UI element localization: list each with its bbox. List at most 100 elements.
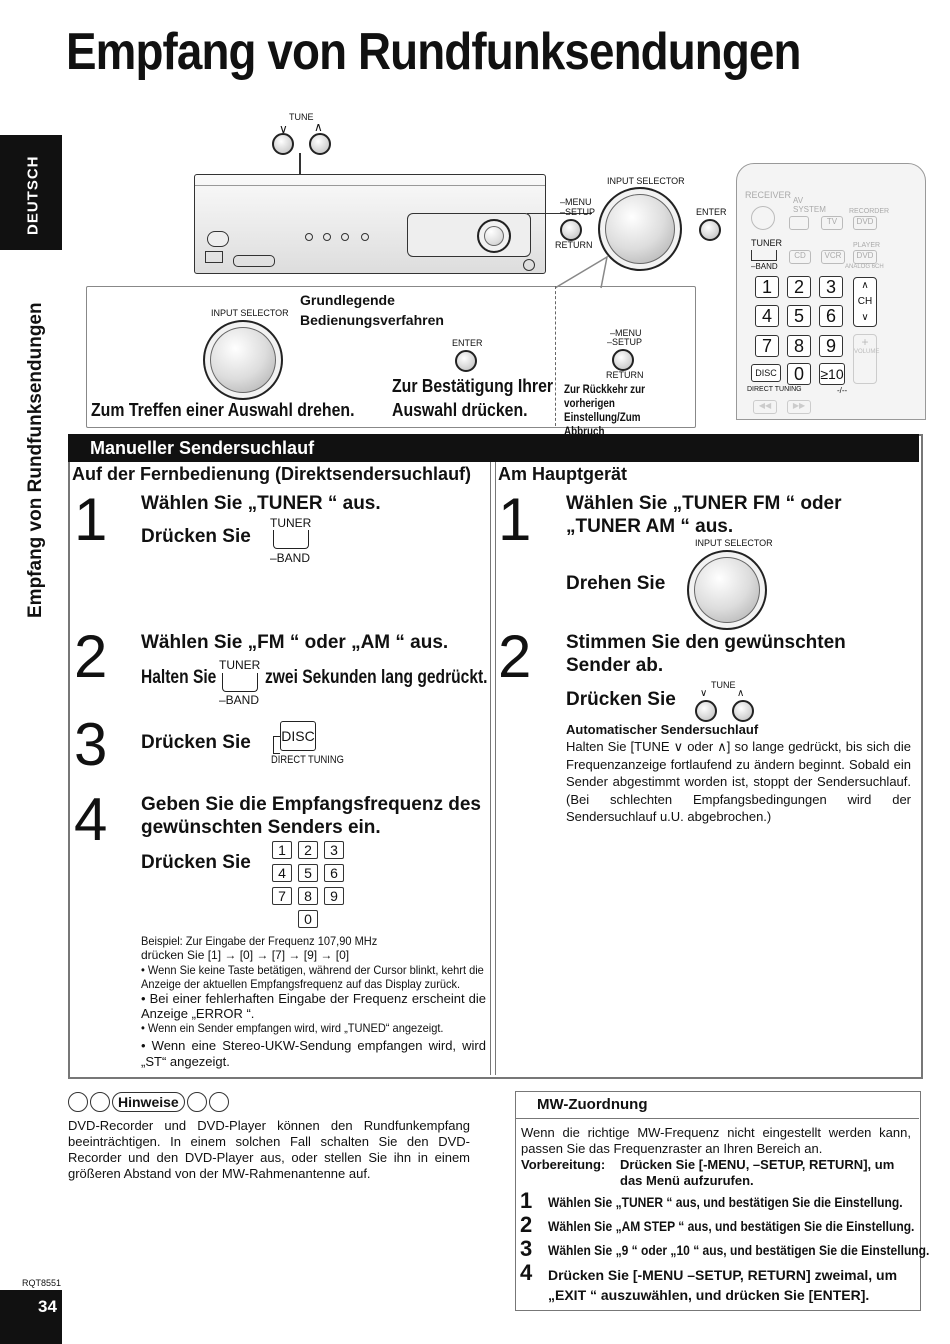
callout-menu-button[interactable] [612,349,634,371]
note-bullet-3: • Wenn ein Sender empfangen wird, wird „… [141,1021,444,1035]
remote-key-8[interactable]: 8 [787,335,811,357]
left-step-3-number: 3 [74,711,108,778]
left-step-3-press: Drücken Sie [141,732,251,753]
callout-enter-button[interactable] [455,350,477,372]
remote-disc-button[interactable]: DISC [751,364,781,382]
num-key-5[interactable]: 5 [298,864,318,882]
mw-step-1-number: 1 [520,1188,533,1213]
remote-tv-button[interactable]: TV [821,216,843,230]
remote-key-4[interactable]: 4 [755,305,779,327]
num-key-8[interactable]: 8 [298,887,318,905]
remote-volume-rocker[interactable]: +VOLUME [853,334,880,384]
remote-vcr-button[interactable]: VCR [821,250,845,264]
remote-analog-label: ANALOG 6CH [845,264,884,270]
note-bullet-2: • Bei einer fehlerhaften Eingabe der Fre… [141,991,486,1021]
num-key-6[interactable]: 6 [324,864,344,882]
hints-text: DVD-Recorder und DVD-Player können den R… [68,1118,470,1181]
enter-label: ENTER [696,207,727,217]
mw-prep-text: Drücken Sie [-MENU, –SETUP, RETURN], um … [620,1157,895,1188]
rewind-icon[interactable]: ◀◀ [753,400,777,414]
remote-recorder-label: RECORDER [849,208,890,215]
tune-down-button[interactable] [272,133,294,155]
num-key-0[interactable]: 0 [298,910,318,928]
left-column-heading: Auf der Fernbedienung (Direktsendersuchl… [72,464,472,484]
hints-label: Hinweise [112,1092,185,1112]
language-tab [0,135,62,250]
example-line-1: Beispiel: Zur Eingabe der Frequenz 107,9… [141,934,378,948]
callout-input-selector-label: INPUT SELECTOR [211,308,289,318]
remote-key-2[interactable]: 2 [787,276,811,298]
callout-divider [555,286,556,426]
left-step-1-number: 1 [74,486,108,553]
remote-dvd-player-button[interactable]: DVD [853,250,877,264]
tune-up-button[interactable] [309,133,331,155]
remote-key-6[interactable]: 6 [819,305,843,327]
remote-key-0[interactable]: 0 [787,363,811,385]
left-step-1-band-label: –BAND [270,551,311,565]
tuner-band-button[interactable] [273,530,309,549]
remote-volume-label: VOLUME [854,349,880,355]
num-key-2[interactable]: 2 [298,841,318,859]
left-step-4-press: Drücken Sie [141,852,251,873]
input-selector-label: INPUT SELECTOR [607,176,685,186]
remote-dash-label: -/-- [837,386,848,395]
right-tune-down-icon: ∨ [700,688,708,699]
remote-control: RECEIVER AV SYSTEM RECORDER TV DVD TUNER… [736,163,926,420]
enter-button[interactable] [699,219,721,241]
remote-key-5[interactable]: 5 [787,305,811,327]
right-step-1-title: Wählen Sie „TUNER FM “ oder „TUNER AM “ … [566,493,842,537]
hints-label-group: Hinweise [68,1091,229,1113]
remote-cd-button[interactable]: CD [789,250,811,264]
menu-setup-return-button[interactable] [560,219,582,241]
remote-power-button[interactable] [751,206,775,230]
remote-direct-tuning-label: DIRECT TUNING [747,386,802,393]
remote-key-9[interactable]: 9 [819,335,843,357]
right-tune-down-button[interactable] [695,700,717,722]
callout-setup-label: –SETUP [607,337,643,347]
num-key-1[interactable]: 1 [272,841,292,859]
manual-tuning-heading: Manueller Sendersuchlauf [68,434,919,462]
mw-box [515,1091,921,1311]
callout-heading: Grundlegende Bedienungsverfahren [300,292,444,328]
disc-button[interactable]: DISC [280,721,316,751]
left-step-2-title: Wählen Sie „FM “ oder „AM “ aus. [141,632,449,653]
page-number-box [0,1290,62,1344]
ch-down-icon: ∨ [861,312,869,323]
fast-forward-icon[interactable]: ▶▶ [787,400,811,414]
tuner-band-button-2[interactable] [222,673,258,692]
remote-key-1[interactable]: 1 [755,276,779,298]
callout-enter-label: ENTER [452,338,483,348]
remote-ch-rocker[interactable]: ∧ CH ∨ [853,277,877,327]
right-input-selector-knob[interactable] [687,550,767,630]
menu-label: –MENU [560,197,592,207]
num-key-3[interactable]: 3 [324,841,344,859]
input-selector-knob[interactable] [598,187,682,271]
callout-input-selector-knob[interactable] [203,320,283,400]
right-step-2-number: 2 [498,623,532,690]
callout-return-label: RETURN [606,370,644,380]
basic-operation-callout [86,286,696,428]
remote-key-7[interactable]: 7 [755,335,779,357]
num-key-7[interactable]: 7 [272,887,292,905]
right-column-heading: Am Hauptgerät [498,464,628,484]
num-key-4[interactable]: 4 [272,864,292,882]
num-key-9[interactable]: 9 [324,887,344,905]
pointer-line-right [527,213,592,214]
callout-turn-text: Zum Treffen einer Auswahl drehen. [91,400,355,420]
remote-key-3[interactable]: 3 [819,276,843,298]
example-line-2: drücken Sie [1] → [0] → [7] → [9] → [0] [141,948,350,962]
callout-pointer [555,255,609,289]
remote-ch-label: CH [857,296,873,307]
column-divider [490,462,496,1075]
left-step-4-title: Geben Sie die Empfangsfrequenz des gewün… [141,794,481,838]
left-step-1-tuner-label: TUNER [270,516,312,530]
remote-dvd-rec-button[interactable]: DVD [853,216,877,230]
right-tune-up-button[interactable] [732,700,754,722]
mw-intro: Wenn die richtige MW-Frequenz nicht eing… [521,1125,911,1156]
mw-step-4-number: 4 [520,1260,533,1285]
mw-heading: MW-Zuordnung [515,1091,919,1119]
return-label: RETURN [555,240,593,250]
left-step-2-hold: Halten Sie [141,667,217,688]
remote-key-10[interactable]: ≥10 [819,363,845,385]
tune-label: TUNE [289,112,314,122]
